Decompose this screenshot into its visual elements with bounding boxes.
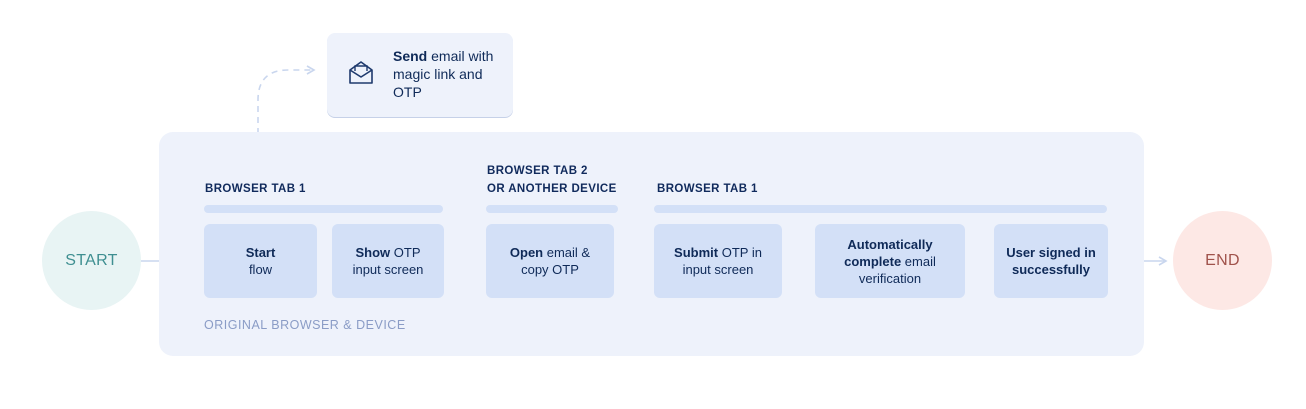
step-bold: Submit [674, 245, 719, 260]
end-node: END [1173, 211, 1272, 310]
step-start-flow: Start flow [204, 224, 317, 298]
group-bar-browser-tab-2 [486, 205, 618, 213]
step-user-signed-in: User signed in successfully [994, 224, 1108, 298]
step-bold: Automatically complete [844, 236, 933, 269]
step-open-email: Open email & copy OTP [486, 224, 614, 298]
step-text: OTP input screen [352, 245, 424, 277]
group-bar-browser-tab-1-return [654, 205, 1107, 213]
email-envelope-icon [349, 61, 373, 84]
group-label-line-1: BROWSER TAB 2 [487, 165, 588, 177]
frame-footer-label: ORIGINAL BROWSER & DEVICE [204, 318, 406, 332]
start-node: START [42, 211, 141, 310]
end-label: END [1205, 251, 1240, 269]
group-label-browser-tab-1-return: BROWSER TAB 1 [657, 183, 758, 195]
start-label: START [65, 251, 118, 269]
step-text: OTP in input screen [682, 245, 762, 277]
step-text: email verification [858, 253, 936, 286]
group-label-line-2: OR ANOTHER DEVICE [487, 183, 617, 195]
step-show-otp: Show OTP input screen [332, 224, 444, 298]
step-bold: Show [355, 245, 391, 260]
step-auto-complete: Automatically complete email verificatio… [815, 224, 965, 298]
step-text: flow [248, 262, 273, 277]
group-label-browser-tab-1: BROWSER TAB 1 [205, 183, 306, 195]
step-bold: Start [245, 245, 276, 260]
step-bold: Open [509, 245, 544, 260]
group-label-browser-tab-2: BROWSER TAB 2 OR ANOTHER DEVICE [487, 162, 617, 198]
send-email-rest: email with magic link and OTP [393, 48, 494, 100]
send-email-text: Send email with magic link and OTP [393, 47, 503, 101]
original-browser-frame [159, 132, 1144, 356]
step-text: email & copy OTP [521, 245, 591, 277]
step-submit-otp: Submit OTP in input screen [654, 224, 782, 298]
group-bar-browser-tab-1 [204, 205, 443, 213]
send-email-bold: Send [393, 48, 428, 64]
step-bold: User signed in successfully [1006, 245, 1096, 277]
